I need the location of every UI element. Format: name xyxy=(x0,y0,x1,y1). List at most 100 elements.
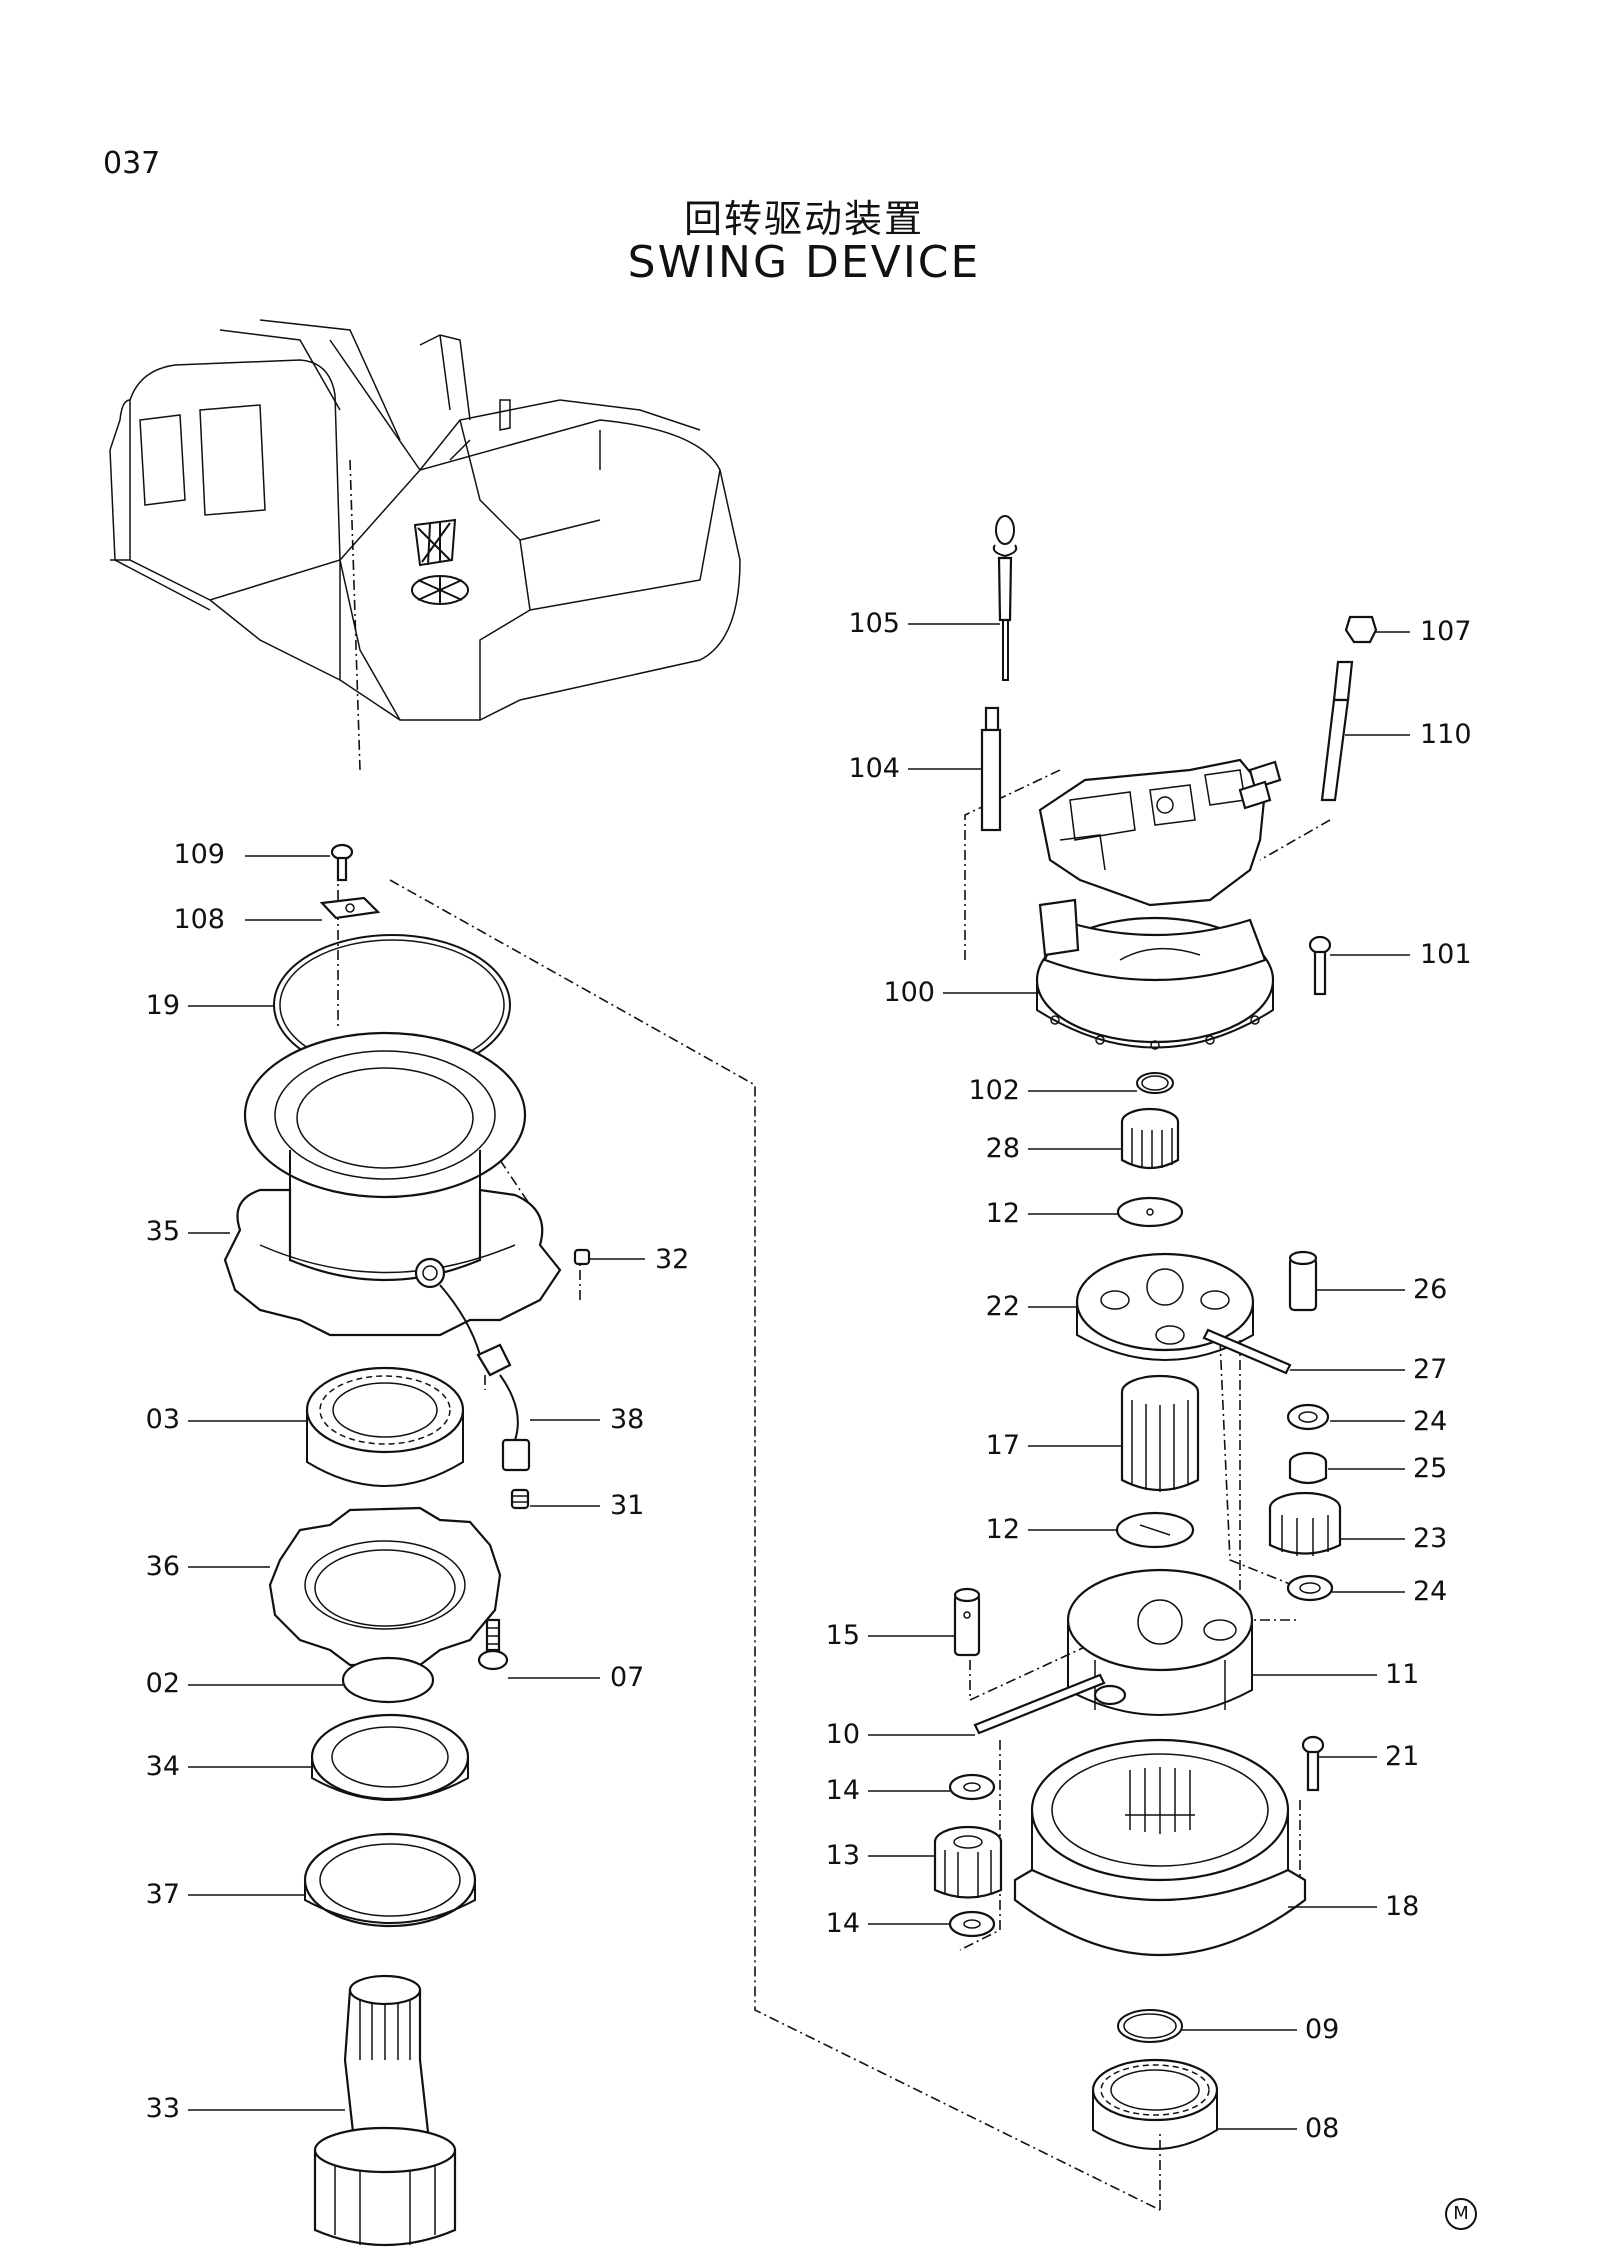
part-22-carrier xyxy=(1075,1252,1255,1361)
callout-label: 33 xyxy=(146,2093,180,2124)
callout-104: 104 xyxy=(848,753,982,784)
callout-label: 38 xyxy=(610,1404,644,1435)
callout-label: 105 xyxy=(848,608,900,639)
callout-18: 18 xyxy=(1288,1891,1419,1922)
part-24-washer-lower xyxy=(1286,1574,1334,1602)
title-chinese: 回转驱动装置 xyxy=(683,197,924,241)
callout-label: 13 xyxy=(826,1840,860,1871)
title-english: SWING DEVICE xyxy=(627,237,981,288)
callout-24: 24 xyxy=(1330,1406,1447,1437)
callout-14: 14 xyxy=(826,1775,950,1806)
callout-label: 22 xyxy=(986,1291,1020,1322)
callout-26: 26 xyxy=(1316,1274,1447,1305)
callout-label: 11 xyxy=(1385,1659,1419,1690)
callout-15: 15 xyxy=(826,1620,955,1651)
callout-label: 34 xyxy=(146,1751,180,1782)
callout-label: 21 xyxy=(1385,1741,1419,1772)
callout-17: 17 xyxy=(986,1430,1122,1461)
part-03-bearing xyxy=(305,1366,465,1487)
callout-label: 101 xyxy=(1420,939,1472,970)
callout-label: 14 xyxy=(826,1908,860,1939)
part-07-bolt xyxy=(477,1618,509,1671)
part-13-planet-gear xyxy=(933,1825,1003,1899)
callout-23: 23 xyxy=(1340,1523,1447,1554)
callout-31: 31 xyxy=(530,1490,644,1521)
part-11-carrier xyxy=(1066,1568,1254,1716)
callout-label: 07 xyxy=(610,1662,644,1693)
callout-02: 02 xyxy=(146,1668,343,1699)
callout-label: 19 xyxy=(146,990,180,1021)
callout-label: 25 xyxy=(1413,1453,1447,1484)
callout-label: 12 xyxy=(986,1514,1020,1545)
callout-label: 110 xyxy=(1420,719,1472,750)
callout-08: 08 xyxy=(1217,2113,1339,2144)
part-36-ring-plate xyxy=(268,1506,502,1667)
callout-100: 100 xyxy=(883,977,1040,1008)
callout-12: 12 xyxy=(986,1514,1117,1545)
callout-13: 13 xyxy=(826,1840,935,1871)
callout-label: 02 xyxy=(146,1668,180,1699)
part-08-bearing xyxy=(1091,2058,1219,2150)
callout-108: 108 xyxy=(173,904,322,935)
callout-38: 38 xyxy=(530,1404,644,1435)
callout-28: 28 xyxy=(986,1133,1122,1164)
callout-label: 102 xyxy=(968,1075,1020,1106)
part-12-thrust-plate-upper xyxy=(1116,1196,1184,1228)
callout-109: 109 xyxy=(173,839,330,870)
callout-101: 101 xyxy=(1330,939,1472,970)
part-26-pin xyxy=(1288,1250,1318,1312)
part-32-plug xyxy=(573,1248,591,1266)
part-27-pin xyxy=(1202,1328,1292,1375)
callout-36: 36 xyxy=(146,1551,270,1582)
callout-label: 27 xyxy=(1413,1354,1447,1385)
part-107-plug xyxy=(1344,615,1378,644)
part-31-plug xyxy=(510,1488,530,1510)
callout-label: 09 xyxy=(1305,2014,1339,2045)
callout-label: 10 xyxy=(826,1719,860,1750)
callout-14: 14 xyxy=(826,1908,950,1939)
callout-label: 15 xyxy=(826,1620,860,1651)
callout-label: 14 xyxy=(826,1775,860,1806)
part-15-pin xyxy=(953,1587,981,1657)
part-25-needle-bearing xyxy=(1288,1451,1328,1485)
part-109-bolt xyxy=(330,843,354,882)
callout-label: 35 xyxy=(146,1216,180,1247)
callout-label: 32 xyxy=(655,1244,689,1275)
excavator-overview xyxy=(109,319,741,771)
callout-110: 110 xyxy=(1345,719,1472,750)
callout-22: 22 xyxy=(986,1291,1077,1322)
callout-label: 24 xyxy=(1413,1576,1447,1607)
part-105-dipstick xyxy=(992,515,1018,681)
callout-label: 31 xyxy=(610,1490,644,1521)
callout-105: 105 xyxy=(848,608,1000,639)
callout-label: 100 xyxy=(883,977,935,1008)
callout-25: 25 xyxy=(1328,1453,1447,1484)
part-24-washer-upper xyxy=(1286,1403,1330,1431)
callout-33: 33 xyxy=(146,2093,345,2124)
callout-label: 12 xyxy=(986,1198,1020,1229)
part-18-ring-gear xyxy=(1013,1738,1307,1956)
part-35-swing-housing xyxy=(223,1031,562,1337)
part-34-seal xyxy=(310,1713,470,1801)
callout-label: 104 xyxy=(848,753,900,784)
callout-102: 102 xyxy=(968,1075,1137,1106)
part-14-washer-lower xyxy=(948,1910,996,1938)
callout-label: 17 xyxy=(986,1430,1020,1461)
part-102-snap-ring xyxy=(1136,1072,1174,1094)
callout-label: 28 xyxy=(986,1133,1020,1164)
callout-label: 109 xyxy=(173,839,225,870)
part-10-pin xyxy=(973,1673,1106,1735)
part-38-hose xyxy=(439,1284,531,1472)
part-101-bolt xyxy=(1308,935,1332,996)
callout-label: 108 xyxy=(173,904,225,935)
callout-label: 37 xyxy=(146,1879,180,1910)
callout-24: 24 xyxy=(1332,1576,1447,1607)
part-108-plate xyxy=(319,896,381,920)
callout-label: 26 xyxy=(1413,1274,1447,1305)
part-100-motor xyxy=(1035,758,1282,1050)
callout-label: 36 xyxy=(146,1551,180,1582)
swing-device-location-marker xyxy=(411,518,469,605)
part-110-pipe xyxy=(1320,660,1354,802)
